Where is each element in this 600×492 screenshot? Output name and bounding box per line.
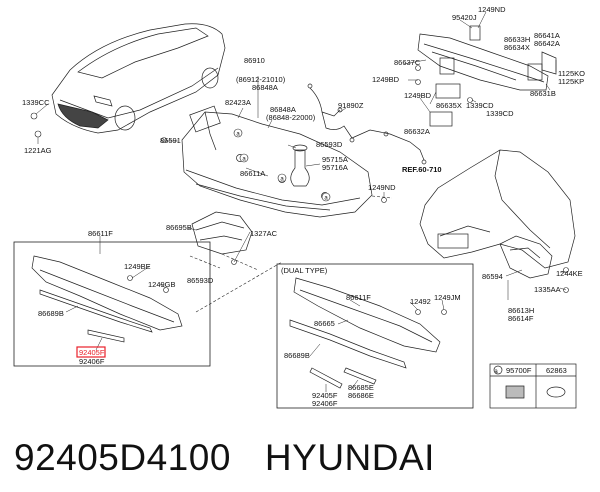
caption-part-number: 92405D4100 bbox=[14, 437, 231, 478]
reflector-panel bbox=[435, 83, 461, 99]
label-86637c: 86637C bbox=[394, 58, 421, 67]
label-ref-60-710: REF.60-710 bbox=[402, 165, 442, 174]
label-86613h: 86613H bbox=[508, 306, 534, 315]
callout-a-markers: a a a a bbox=[233, 128, 331, 202]
label-86591: 86591 bbox=[160, 136, 181, 145]
callout-a-4: a bbox=[324, 196, 328, 202]
reflector-strip-dual-left bbox=[309, 367, 343, 389]
label-1335aa: 1335AA bbox=[534, 285, 561, 294]
label-86689b-right: 86689B bbox=[284, 351, 310, 360]
callout-a-3: a bbox=[280, 177, 284, 183]
label-86685e: 86685E bbox=[348, 383, 374, 392]
trim-strip-left bbox=[39, 289, 153, 333]
label-86611a: 86611A bbox=[240, 169, 265, 178]
label-92405f-left-highlighted: 92405F bbox=[79, 348, 105, 357]
label-86635x: 86635X bbox=[436, 101, 462, 110]
label-92406f-left: 92406F bbox=[79, 357, 105, 366]
callout-a-2: a bbox=[242, 157, 246, 163]
label-1327ac: 1327AC bbox=[250, 229, 278, 238]
lower-absorber bbox=[191, 211, 253, 255]
label-86642a: 86642A bbox=[534, 39, 560, 48]
label-86634x: 86634X bbox=[504, 43, 530, 52]
label-86632a: 86632A bbox=[404, 127, 430, 136]
label-91890z: 91890Z bbox=[338, 101, 364, 110]
reflector-panel-2 bbox=[429, 111, 453, 127]
parts-diagram: 1339CC 1221AG 86910 (86912-21010) 86848A… bbox=[13, 5, 585, 409]
label-1339cc: 1339CC bbox=[22, 98, 50, 107]
caption-brand: HYUNDAI bbox=[264, 437, 435, 478]
rear-quarter-panel bbox=[419, 149, 576, 269]
label-1339cd-a: 1339CD bbox=[466, 101, 494, 110]
label-95420j: 95420J bbox=[452, 13, 477, 22]
callout-a-1: a bbox=[236, 132, 240, 138]
label-86686e: 86686E bbox=[348, 391, 374, 400]
label-1249nd-mid: 1249ND bbox=[368, 183, 396, 192]
highlight-box bbox=[76, 346, 106, 358]
label-1249nd-top: 1249ND bbox=[478, 5, 506, 14]
label-95715a: 95715A bbox=[322, 155, 348, 164]
label-1339cd-b: 1339CD bbox=[486, 109, 514, 118]
label-92406f-right: 92406F bbox=[312, 399, 338, 408]
label-82423a: 82423A bbox=[225, 98, 251, 107]
label-dual-type: (DUAL TYPE) bbox=[281, 266, 328, 275]
label-95716a: 95716A bbox=[322, 163, 348, 172]
legend-callout-a: a bbox=[494, 369, 498, 375]
reflector-strip-left bbox=[87, 329, 125, 343]
label-86633h: 86633H bbox=[504, 35, 530, 44]
lower-valance-dual bbox=[293, 277, 441, 353]
label-1249jm: 1249JM bbox=[434, 293, 461, 302]
rear-bumper-cover bbox=[181, 105, 373, 218]
label-86695b: 86695B bbox=[166, 223, 192, 232]
label-86848-22000: (86848-22000) bbox=[266, 113, 316, 122]
label-1125kp: 1125KP bbox=[558, 77, 584, 86]
label-86611f-left: 86611F bbox=[88, 229, 113, 238]
label-86611f-right: 86611F bbox=[346, 293, 371, 302]
lower-valance-left bbox=[31, 255, 183, 331]
label-86848a-mid: 86848A bbox=[270, 105, 296, 114]
reflector-strip-dual-right bbox=[343, 367, 377, 385]
legend-62863: 62863 bbox=[546, 366, 567, 375]
legend-box bbox=[489, 363, 577, 409]
label-86594: 86594 bbox=[482, 272, 503, 281]
part-labels: 1339CC 1221AG 86910 (86912-21010) 86848A… bbox=[22, 5, 585, 408]
trim-strip-dual bbox=[289, 319, 407, 369]
label-1249bd-a: 1249BD bbox=[372, 75, 400, 84]
label-86912: (86912-21010) bbox=[236, 75, 286, 84]
label-86614f: 86614F bbox=[508, 314, 534, 323]
label-92405f-right: 92405F bbox=[312, 391, 338, 400]
label-1244ke: 1244KE bbox=[556, 269, 583, 278]
legend-95700f: 95700F bbox=[506, 366, 532, 375]
car-rear-view bbox=[51, 23, 226, 134]
label-1249be: 1249BE bbox=[124, 262, 151, 271]
label-86848a-top: 86848A bbox=[252, 83, 278, 92]
label-1249bd-b: 1249BD bbox=[404, 91, 432, 100]
label-12492: 12492 bbox=[410, 297, 431, 306]
single-type-box bbox=[13, 241, 211, 367]
label-86665: 86665 bbox=[314, 319, 335, 328]
impact-beam bbox=[417, 25, 557, 91]
label-86910: 86910 bbox=[244, 56, 265, 65]
label-86641a: 86641A bbox=[534, 31, 560, 40]
dual-type-box bbox=[276, 263, 474, 409]
label-1221ag: 1221AG bbox=[24, 146, 52, 155]
caption: 92405D4100 HYUNDAI bbox=[14, 430, 594, 486]
label-86631b: 86631B bbox=[530, 89, 556, 98]
label-86689b-left: 86689B bbox=[38, 309, 64, 318]
label-1125ko: 1125KO bbox=[558, 69, 585, 78]
label-1249gb: 1249GB bbox=[148, 280, 176, 289]
label-86593d-top: 86593D bbox=[316, 140, 343, 149]
label-86593d-bot: 86593D bbox=[187, 276, 214, 285]
side-bracket bbox=[499, 235, 553, 279]
sensor-bracket bbox=[290, 144, 310, 187]
